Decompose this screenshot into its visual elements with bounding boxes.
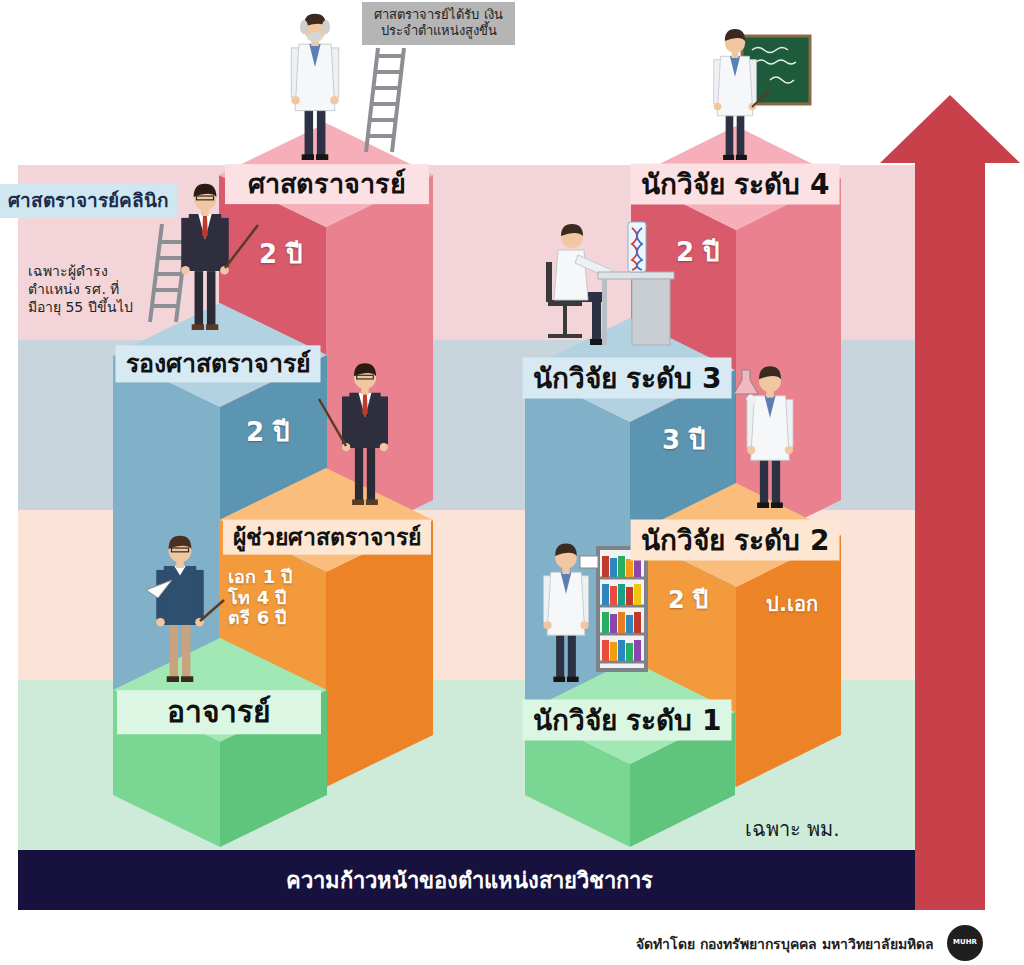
dna-helix	[632, 228, 637, 270]
credit-text: จัดทำโดย กองทรัพยากรบุคคล มหาวิทยาลัยมหิ…	[636, 933, 934, 955]
pillar-top-face	[113, 303, 327, 407]
pillar-top-face	[631, 483, 841, 587]
duration-label: ป.เอก	[766, 592, 818, 617]
rank-label: นักวิจัย ระดับ 2	[631, 520, 840, 561]
clinical-professor-figure	[181, 184, 229, 330]
pointer-stick	[200, 600, 224, 621]
book	[610, 586, 617, 605]
grey-beard	[307, 32, 323, 42]
bookshelf	[596, 546, 648, 672]
lecturer-figure	[156, 536, 204, 682]
book	[610, 614, 617, 633]
chair-base	[548, 334, 582, 338]
bookshelf-back	[600, 550, 644, 668]
grey-hair	[300, 20, 308, 34]
book	[602, 640, 609, 661]
callout-text: ศาสตราจารย์ได้รับ เงินประจำตำแหน่งสูงขึ้…	[370, 7, 507, 40]
book	[626, 643, 633, 661]
shelf-boards	[600, 578, 644, 662]
desk-leg	[602, 279, 607, 345]
duration-label: 2 ปี	[259, 238, 303, 271]
duration-label: 3 ปี	[662, 424, 706, 457]
book	[618, 556, 625, 577]
rank-pillar: อาจารย์	[113, 636, 327, 849]
logo-text: MUHR	[953, 938, 977, 947]
duration-label: เอก 1 ปี โท 4 ปี ตรี 6 ปี	[228, 567, 307, 629]
raised-arm	[748, 396, 756, 402]
book	[626, 587, 633, 605]
book	[602, 612, 609, 633]
book	[618, 584, 625, 605]
book	[626, 615, 633, 633]
title-text: ความก้าวหน้าของตำแหน่งสายวิชาการ	[286, 863, 653, 898]
pillar-shape	[113, 636, 327, 849]
desk-pedestal	[632, 279, 670, 345]
pillar-top-face	[219, 468, 433, 572]
note-text: เฉพาะผู้ดำรง ตำแหน่ง รศ. ที่มีอายุ 55 ปี…	[28, 262, 140, 317]
note-text: เฉพาะ พม.	[745, 816, 840, 842]
chair-post	[563, 306, 567, 334]
hair	[561, 224, 583, 236]
book	[634, 556, 641, 577]
logo-circle	[947, 925, 983, 961]
pointer-stick	[752, 90, 770, 107]
researcher-level-4-figure	[714, 29, 757, 160]
paper-plane	[146, 580, 172, 598]
callout-box: ศาสตราจารย์ได้รับ เงินประจำตำแหน่งสูงขึ้…	[362, 2, 515, 45]
book	[626, 559, 633, 577]
rank-pillar: นักวิจัย ระดับ 1	[525, 658, 735, 849]
pillar-top-face	[113, 638, 327, 742]
book	[618, 612, 625, 633]
pointer-stick	[319, 399, 346, 446]
duration-label: 2 ปี	[246, 416, 290, 449]
book	[610, 642, 617, 661]
progress-arrow	[880, 95, 1020, 910]
book	[634, 612, 641, 633]
callout-text: ศาสตราจารย์คลินิก	[8, 189, 169, 213]
pointer-stick	[225, 225, 258, 268]
duration-label: 2 ปี	[676, 236, 720, 269]
rank-label: รองศาสตราจารย์	[116, 345, 321, 382]
dna-helix	[637, 228, 642, 270]
title-bar	[18, 850, 920, 910]
open-book	[580, 556, 598, 568]
book	[634, 584, 641, 605]
lower-leg	[592, 300, 601, 340]
rank-label: อาจารย์	[117, 690, 321, 734]
desk-top	[598, 272, 674, 279]
ladder	[366, 48, 404, 152]
rank-label: นักวิจัย ระดับ 1	[523, 700, 732, 741]
book	[602, 584, 609, 605]
book	[634, 640, 641, 661]
professor-figure	[291, 14, 339, 160]
chalk-scribble	[752, 48, 796, 84]
grey-hair	[322, 20, 330, 34]
rank-label: ศาสตราจารย์	[225, 164, 429, 204]
assistant-professor-figure	[342, 363, 388, 505]
book	[602, 556, 609, 577]
chair-back	[546, 262, 552, 302]
duration-label: 2 ปี	[668, 585, 708, 615]
dna-tube	[628, 222, 646, 272]
rank-label: นักวิจัย ระดับ 3	[523, 358, 732, 399]
pillar-shape	[525, 658, 735, 849]
book	[618, 640, 625, 661]
pillar-top-face	[219, 123, 433, 227]
books	[602, 556, 641, 661]
rank-label: ผู้ช่วยศาสตราจารย์	[223, 520, 431, 555]
rank-label: นักวิจัย ระดับ 4	[631, 164, 840, 205]
book	[610, 558, 617, 577]
rank-tag: ศาสตราจารย์คลินิก	[0, 184, 177, 218]
pillar-top-face	[631, 126, 841, 230]
flask	[734, 370, 758, 394]
